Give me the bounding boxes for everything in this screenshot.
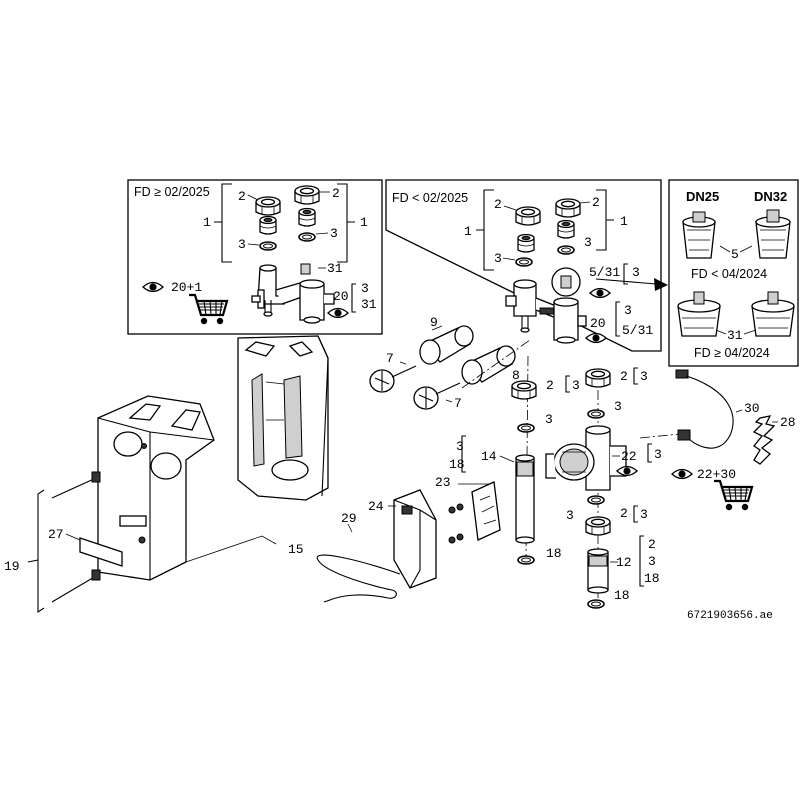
pipe-14 (515, 454, 535, 544)
callout-2: 2 (546, 378, 554, 393)
panel-fd-2025-new: FD ≥ 02/2025 1 1 2 2 3 3 (127, 179, 383, 335)
callout-12: 12 (616, 555, 632, 570)
callout-3: 3 (640, 507, 648, 522)
callout-3: 3 (624, 303, 632, 318)
callout-3: 3 (494, 251, 502, 266)
callout-19: 19 (4, 559, 20, 574)
mounting-bracket-23 (448, 481, 501, 544)
callout-18: 18 (449, 457, 465, 472)
callout-2: 2 (592, 195, 600, 210)
callout-15: 15 (288, 542, 304, 557)
callout-22: 22 (621, 449, 637, 464)
insulation-rear-shell (237, 335, 329, 501)
callout-5: 5 (731, 247, 739, 262)
ball-valve-assembly-middle (505, 279, 587, 344)
cartridge-dn32-old (755, 209, 791, 259)
callout-2: 2 (620, 506, 628, 521)
callout-3: 3 (654, 447, 662, 462)
cable-holder (752, 415, 776, 465)
pipe-12 (587, 548, 609, 594)
callout-9: 9 (430, 315, 438, 330)
connection-cable (675, 369, 734, 449)
panel-fd-2025-old: FD < 02/2025 1 1 2 2 3 3 5/31 3 (385, 179, 668, 352)
callout-3: 3 (361, 281, 369, 296)
callout-29: 29 (341, 511, 357, 526)
cartridge-dn32-new (751, 291, 795, 337)
label-fd-2024-old: FD < 04/2024 (691, 267, 767, 281)
callout-3: 3 (632, 265, 640, 280)
panel-header-left: FD ≥ 02/2025 (134, 185, 210, 199)
callout-8: 8 (512, 368, 520, 383)
callout-23: 23 (435, 475, 451, 490)
callout-3: 3 (456, 439, 464, 454)
eye-icon (671, 468, 693, 480)
callout-18: 18 (644, 571, 660, 586)
document-id: 6721903656.ae (687, 610, 773, 622)
callout-2: 2 (620, 369, 628, 384)
insulation-front-shell (97, 395, 215, 581)
callout-31: 31 (361, 297, 377, 312)
callout-3: 3 (572, 378, 580, 393)
callout-18: 18 (546, 546, 562, 561)
callout-18: 18 (614, 588, 630, 603)
callout-1: 1 (464, 224, 472, 239)
panel-cartridge-versions: DN25 DN32 5 FD < 04/2024 (668, 179, 799, 367)
callout-3: 3 (648, 554, 656, 569)
callout-1: 1 (360, 215, 368, 230)
callout-2: 2 (494, 197, 502, 212)
label-dn32: DN32 (754, 189, 787, 204)
thermometer-knob-lower (413, 382, 461, 410)
callout-20: 20 (590, 316, 606, 331)
callout-20: 20 (333, 289, 349, 304)
callout-2: 2 (238, 189, 246, 204)
mounting-screws (51, 471, 101, 603)
label-fd-2024-new: FD ≥ 04/2024 (694, 346, 770, 360)
callout-31: 31 (727, 328, 743, 343)
panel-header-middle: FD < 02/2025 (392, 191, 468, 205)
cartridge-dn25-new (677, 291, 721, 337)
label-dn25: DN25 (686, 189, 719, 204)
callout-28: 28 (780, 415, 796, 430)
callout-7: 7 (386, 351, 394, 366)
callout-3: 3 (238, 237, 246, 252)
callout-3: 3 (545, 412, 553, 427)
callout-31: 31 (327, 261, 343, 276)
callout-14: 14 (481, 449, 497, 464)
circulation-pump (545, 425, 627, 491)
callout-2: 2 (332, 186, 340, 201)
insulation-sleeve-lower (461, 345, 516, 385)
callout-3: 3 (640, 369, 648, 384)
callout-30: 30 (744, 401, 760, 416)
callout-27: 27 (48, 527, 64, 542)
controller-module (393, 489, 437, 589)
cartridge-dn25-old (682, 211, 716, 259)
callout-5-slash-31: 5/31 (622, 323, 653, 338)
insulation-sleeve-upper (419, 325, 474, 365)
callout-1: 1 (620, 214, 628, 229)
callout-3: 3 (566, 508, 574, 523)
temperature-sensor-cable (316, 554, 401, 603)
callout-3: 3 (614, 399, 622, 414)
callout-3: 3 (584, 235, 592, 250)
callout-1: 1 (203, 215, 211, 230)
callout-7: 7 (454, 396, 462, 411)
ball-valve-assembly-left (251, 263, 335, 324)
callout-22-plus-30: 22+30 (697, 467, 736, 482)
callout-2: 2 (648, 537, 656, 552)
callout-3: 3 (330, 226, 338, 241)
shopping-cart-icon (712, 479, 754, 512)
thermometer-knob-upper (369, 365, 417, 393)
callout-20-plus-1: 20+1 (171, 280, 202, 295)
callout-24: 24 (368, 499, 384, 514)
callout-5-slash-31: 5/31 (589, 265, 620, 280)
